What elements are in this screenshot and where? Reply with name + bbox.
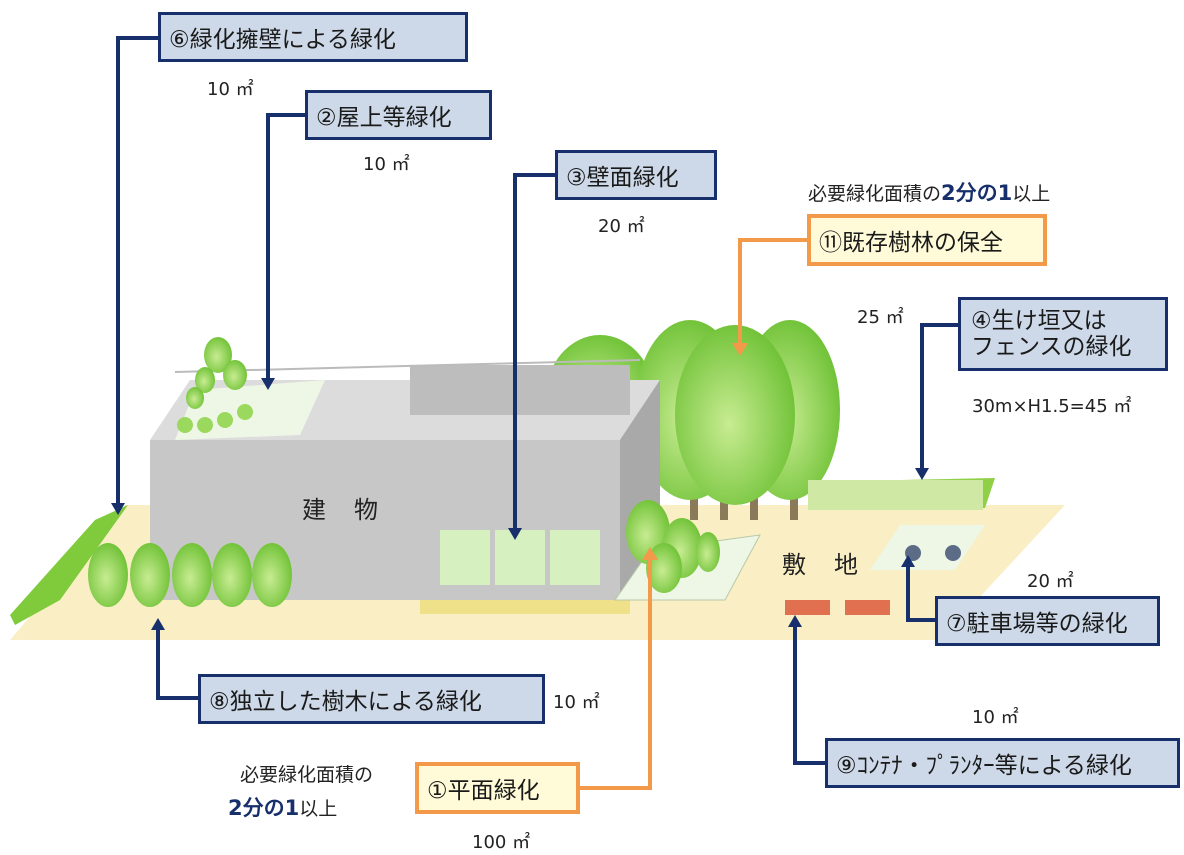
leader-7 xyxy=(906,565,935,622)
rooftop-trees xyxy=(177,337,253,433)
label-text: ⑦駐車場等の緑化 xyxy=(946,611,1128,637)
area-flat: 100 ㎡ xyxy=(472,832,531,853)
area-hedge-formula: 30m×H1.5=45 ㎡ xyxy=(972,396,1132,417)
area-standalone-tree: 10 ㎡ xyxy=(553,692,600,713)
note-emphasis: 2分の1 xyxy=(941,181,1013,205)
arrow-2 xyxy=(261,378,275,390)
site-label: 敷 地 xyxy=(782,551,860,579)
area-wall: 20 ㎡ xyxy=(598,216,645,237)
label-wall-greening: ③壁面緑化 xyxy=(555,150,717,200)
leader-4 xyxy=(920,323,958,470)
arrow-4 xyxy=(915,468,929,480)
arrow-9 xyxy=(788,615,802,627)
leader-8 xyxy=(156,628,198,700)
arrow-3 xyxy=(508,528,522,540)
leader-2 xyxy=(266,113,305,380)
arrow-11 xyxy=(732,343,748,356)
bottom-required-note-line2: 2分の1以上 xyxy=(228,792,337,822)
label-parking-greening: ⑦駐車場等の緑化 xyxy=(935,596,1160,646)
hedge xyxy=(808,478,995,510)
standalone-trees xyxy=(88,543,292,607)
label-standalone-tree-greening: ⑧独立した樹木による緑化 xyxy=(198,674,545,724)
label-text: ⑨ｺﾝﾃﾅ・ﾌﾟﾗﾝﾀｰ等による緑化 xyxy=(836,753,1132,779)
planters xyxy=(785,600,890,615)
label-text: ⑥緑化擁壁による緑化 xyxy=(169,27,396,53)
leader-9 xyxy=(793,625,825,765)
label-text: ④生け垣又は xyxy=(971,307,1107,334)
note-text: 以上 xyxy=(1012,183,1051,205)
label-text: ③壁面緑化 xyxy=(566,165,679,191)
label-text: ⑧独立した樹木による緑化 xyxy=(209,689,482,715)
label-forest-preservation: ⑪既存樹林の保全 xyxy=(807,214,1047,266)
label-rooftop-greening: ②屋上等緑化 xyxy=(305,90,492,140)
arrow-8 xyxy=(151,618,165,630)
parking xyxy=(870,525,985,570)
label-retaining-wall-greening: ⑥緑化擁壁による緑化 xyxy=(158,12,468,62)
label-text: フェンスの緑化 xyxy=(971,334,1132,360)
leader-6 xyxy=(116,36,158,505)
area-rooftop: 10 ㎡ xyxy=(363,154,410,175)
label-container-planter-greening: ⑨ｺﾝﾃﾅ・ﾌﾟﾗﾝﾀｰ等による緑化 xyxy=(825,738,1180,788)
area-retaining-wall: 10 ㎡ xyxy=(207,79,254,100)
note-emphasis: 2分の1 xyxy=(228,796,300,820)
top-required-note: 必要緑化面積の2分の1以上 xyxy=(808,177,1050,207)
arrow-7 xyxy=(901,555,915,567)
area-hedge-small: 25 ㎡ xyxy=(857,307,904,328)
note-text: 以上 xyxy=(299,798,338,820)
green-retaining-wall xyxy=(10,505,128,625)
area-container: 10 ㎡ xyxy=(972,707,1019,728)
leader-11 xyxy=(738,238,807,345)
label-text: ②屋上等緑化 xyxy=(316,105,452,131)
label-flat-greening: ①平面緑化 xyxy=(415,762,580,814)
label-text: ⑪既存樹林の保全 xyxy=(819,230,1003,256)
label-text: ①平面緑化 xyxy=(427,778,540,804)
leader-1 xyxy=(580,558,652,790)
wall-greening xyxy=(420,530,630,614)
leader-3 xyxy=(513,173,555,530)
building-label: 建 物 xyxy=(302,496,380,524)
area-parking: 20 ㎡ xyxy=(1027,571,1074,592)
arrow-1 xyxy=(642,547,658,560)
bottom-required-note-line1: 必要緑化面積の xyxy=(240,764,374,786)
note-text: 必要緑化面積の xyxy=(808,183,942,205)
label-hedge-fence-greening: ④生け垣又は フェンスの緑化 xyxy=(958,297,1168,371)
arrow-6 xyxy=(111,503,125,515)
